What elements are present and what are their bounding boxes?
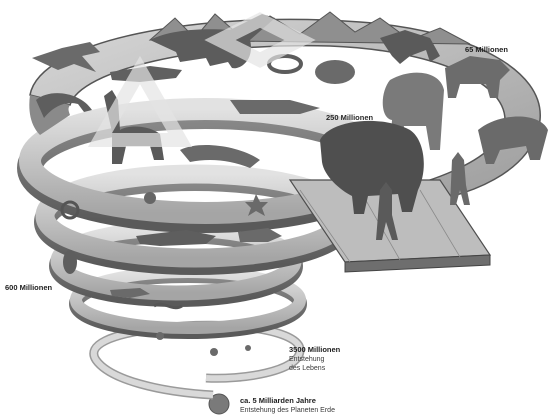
lizard-icon [230, 100, 320, 114]
microbe-icon [156, 332, 164, 340]
label-65-million: 65 Millionen [465, 46, 508, 55]
label-5-billion-years: ca. 5 Milliarden Jahre [240, 397, 316, 406]
label-life-origin-line1: Entstehung [289, 356, 324, 364]
label-earth-origin: Entstehung des Planeten Erde [240, 407, 335, 415]
label-3500-million: 3500 Millionen [289, 346, 340, 355]
urchin-icon [144, 192, 156, 204]
label-life-origin-line2: des Lebens [289, 365, 325, 373]
label-250-million: 250 Millionen [326, 114, 373, 123]
turtle-icon [315, 60, 355, 84]
trilobite-icon [63, 250, 77, 274]
label-600-million: 600 Millionen [5, 284, 52, 293]
